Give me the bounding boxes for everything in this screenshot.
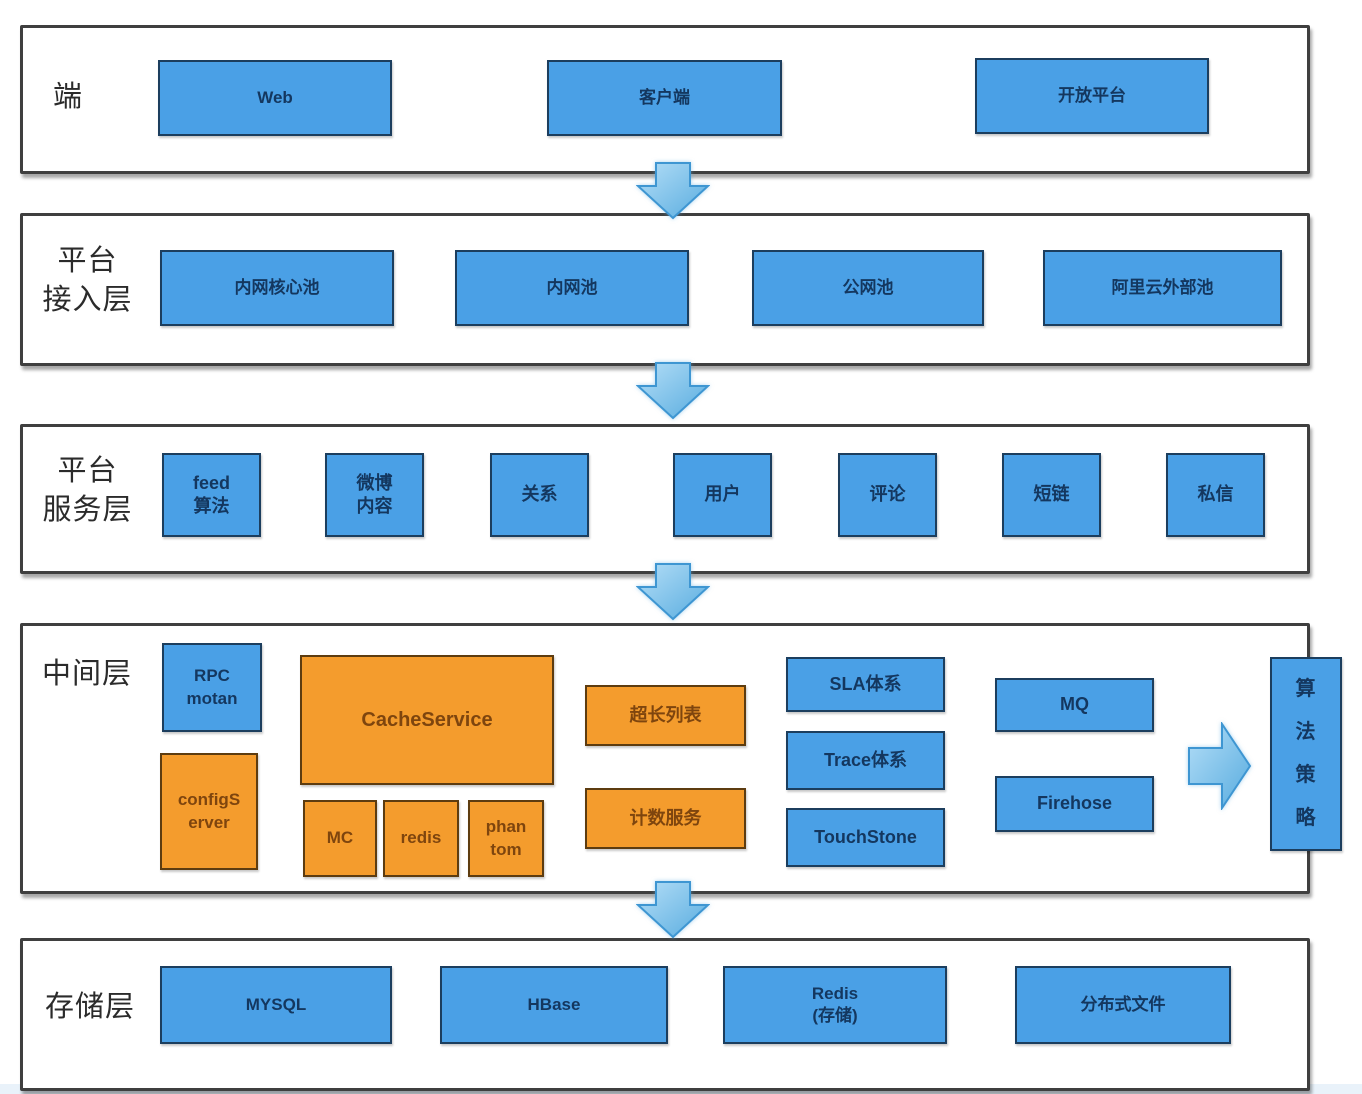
node-relation: 关系 [490,453,589,537]
node-weibo-content: 微博 内容 [325,453,424,537]
node-comment: 评论 [838,453,937,537]
node-algorithm-strategy: 算 法 策 略 [1270,657,1342,851]
node-aliyun-external-pool: 阿里云外部池 [1043,250,1282,326]
node-mc: MC [303,800,377,877]
node-open-platform: 开放平台 [975,58,1209,134]
down-arrow-icon [636,563,710,621]
node-feed-algorithm: feed 算法 [162,453,261,537]
down-arrow-icon [636,881,710,939]
node-hbase: HBase [440,966,668,1044]
node-short-link: 短链 [1002,453,1101,537]
down-arrow-icon [636,362,710,420]
node-touchstone: TouchStone [786,808,945,867]
node-trace-system: Trace体系 [786,731,945,790]
node-web: Web [158,60,392,136]
node-user: 用户 [673,453,772,537]
layer-access-label: 平台 接入层 [42,245,133,317]
node-client: 客户端 [547,60,782,136]
node-intranet-core-pool: 内网核心池 [160,250,394,326]
node-distributed-file: 分布式文件 [1015,966,1231,1044]
right-arrow-icon [1188,722,1252,810]
node-mq: MQ [995,678,1154,732]
node-redis-storage: Redis (存储) [723,966,947,1044]
node-intranet-pool: 内网池 [455,250,689,326]
node-firehose: Firehose [995,776,1154,832]
node-configserver: configS erver [160,753,258,870]
node-private-message: 私信 [1166,453,1265,537]
node-sla-system: SLA体系 [786,657,945,712]
node-cacheservice: CacheService [300,655,554,785]
node-mysql: MYSQL [160,966,392,1044]
node-counting-service: 计数服务 [585,788,746,849]
node-rpc-motan: RPC motan [162,643,262,732]
node-public-pool: 公网池 [752,250,984,326]
node-phantom: phan tom [468,800,544,877]
layer-storage-label: 存储层 [44,991,135,1023]
layer-service-label: 平台 服务层 [42,455,133,527]
layer-middleware-label: 中间层 [41,658,132,690]
node-redis: redis [383,800,459,877]
node-long-list: 超长列表 [585,685,746,746]
down-arrow-icon [636,162,710,220]
layer-client-label: 端 [52,81,83,113]
